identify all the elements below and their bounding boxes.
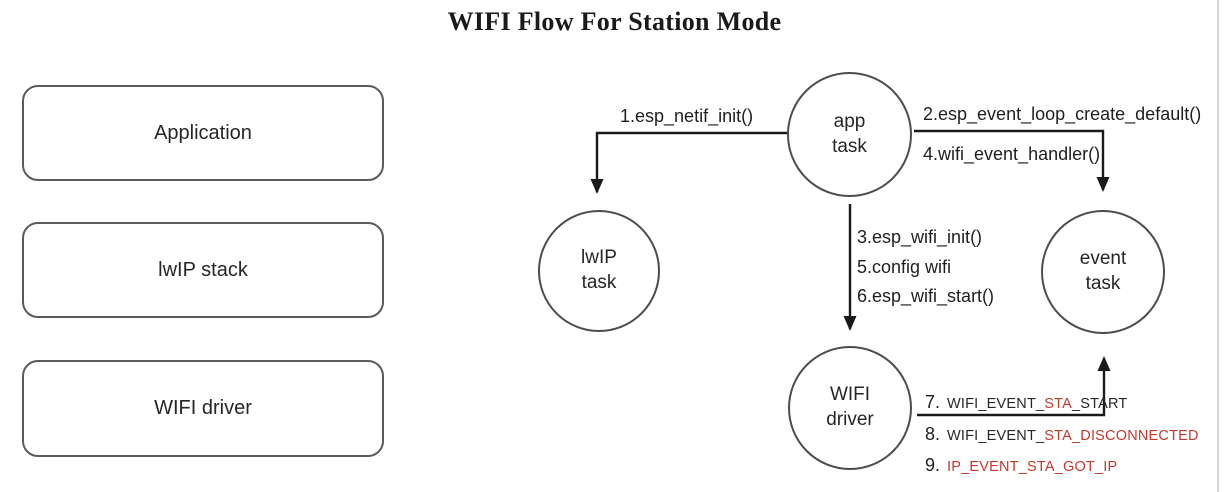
event-label-segment: IP_EVENT_STA_GOT_IP [947, 459, 1118, 475]
call-label-esp-wifi-init: 3.esp_wifi_init() [857, 227, 983, 247]
task-event-line1: event [1079, 248, 1127, 270]
event-number: 7. [925, 392, 941, 412]
event-number: 8. [925, 424, 941, 444]
arrow-app-to-lwip-task [590, 131, 788, 194]
layer-label-application: Application [154, 121, 252, 144]
event-label-segment: STA_DISCONNECTED [1044, 428, 1199, 444]
task-circle-lwip: lwIP task [538, 210, 660, 332]
event-label-wifi-event-sta-start: WIFI_EVENT_STA_START [947, 396, 1127, 412]
layer-box-application: Application [22, 85, 384, 181]
event-number: 9. [925, 455, 941, 475]
diagram-title: WIFI Flow For Station Mode [447, 7, 782, 36]
event-row-ip-event-sta-got-ip: 9. IP_EVENT_STA_GOT_IP [925, 455, 1117, 476]
call-label-esp-event-loop-create-default: 2.esp_event_loop_create_default() [923, 104, 1202, 124]
call-label-esp-netif-init: 1.esp_netif_init() [620, 106, 754, 126]
call-label-esp-wifi-start: 6.esp_wifi_start() [857, 286, 995, 306]
event-label-segment: WIFI_EVENT_ [947, 396, 1045, 412]
page-right-edge [1217, 0, 1219, 492]
task-app-line1: app [833, 110, 866, 132]
layer-box-wifi-driver: WIFI driver [22, 360, 384, 457]
layer-label-lwip-stack: lwIP stack [158, 258, 248, 281]
task-lwip-line2: task [581, 272, 617, 293]
call-label-wifi-event-handler: 4.wifi_event_handler() [923, 144, 1101, 164]
call-label-config-wifi: 5.config wifi [857, 257, 952, 277]
task-wifi-line1: WIFI [829, 384, 871, 406]
event-label-ip-event-sta-got-ip: IP_EVENT_STA_GOT_IP [947, 459, 1117, 475]
task-event-line2: task [1085, 273, 1121, 294]
event-row-sta-start: 7. WIFI_EVENT_STA_START [925, 392, 1128, 413]
task-app-line2: task [832, 135, 867, 157]
event-row-sta-disconnected: 8. WIFI_EVENT_STA_DISCONNECTED [925, 424, 1199, 445]
event-label-segment: STA [1044, 396, 1073, 412]
task-circle-wifi-driver: WIFI driver [788, 346, 912, 470]
task-circle-app: app task [787, 72, 912, 197]
event-label-segment: _START [1072, 396, 1128, 412]
task-lwip-line1: lwIP [581, 247, 617, 269]
layer-box-lwip-stack: lwIP stack [22, 222, 384, 318]
task-circle-event: event task [1041, 210, 1165, 334]
event-label-segment: WIFI_EVENT_ [947, 428, 1045, 444]
event-label-wifi-event-sta-disconnected: WIFI_EVENT_STA_DISCONNECTED [947, 428, 1199, 444]
layer-label-wifi-driver: WIFI driver [154, 397, 252, 419]
task-wifi-line2: driver [826, 409, 874, 430]
